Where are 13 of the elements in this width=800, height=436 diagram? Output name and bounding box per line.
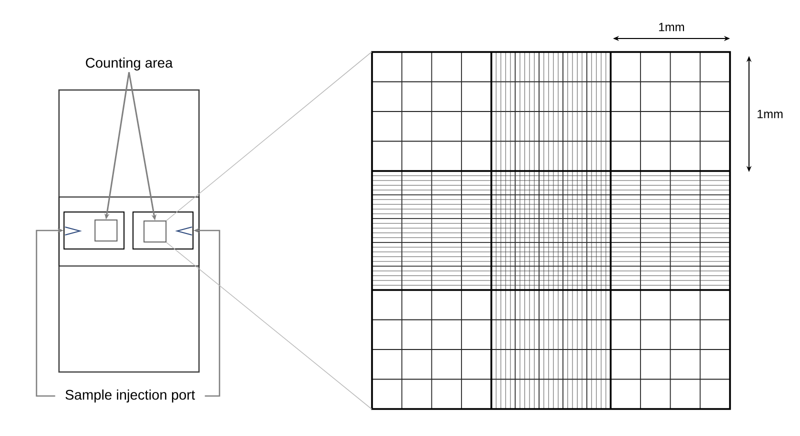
grid-square — [94, 220, 118, 242]
callout-label: Counting area — [86, 58, 173, 70]
dimension-label: 1mm — [758, 110, 782, 118]
counting-grid — [371, 51, 731, 410]
grid-square — [144, 220, 166, 242]
zoom-line — [166, 242, 372, 410]
callout-label: Sample injection port — [66, 390, 195, 402]
chamber-strip — [58, 196, 200, 266]
dimension-label: 1mm — [659, 22, 684, 32]
chamber-box — [132, 212, 194, 250]
slide — [58, 89, 200, 373]
zoom-line — [166, 51, 372, 221]
chamber-box — [64, 212, 124, 250]
